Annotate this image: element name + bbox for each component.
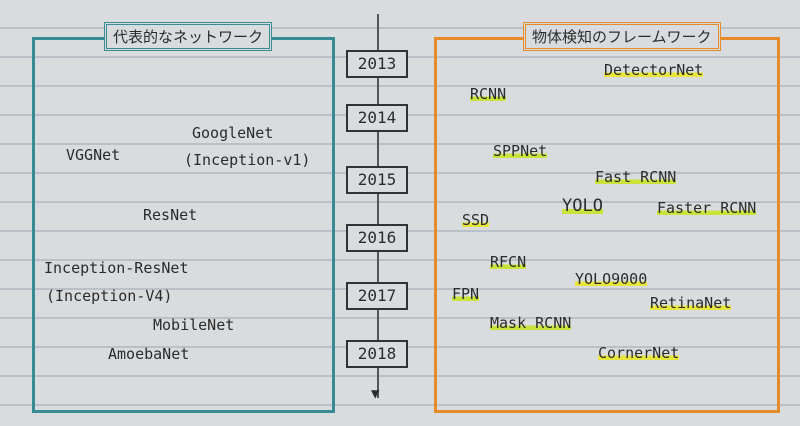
framework-item: RetinaNet [650,294,732,312]
network-item: AmoebaNet [108,345,190,363]
framework-item: RCNN [470,85,507,103]
framework-item: Fast RCNN [595,168,677,186]
network-item: (Inception-v1) [184,151,311,169]
framework-item: Mask RCNN [490,314,572,332]
networks-title: 代表的なネットワーク [104,22,273,51]
year-box: 2016 [346,224,408,252]
framework-item: RFCN [490,253,527,271]
framework-item: Faster RCNN [657,199,757,217]
arrow-down-icon: ▼ [371,386,380,402]
network-item: Inception-ResNet [44,259,189,277]
year-box: 2014 [346,104,408,132]
year-box: 2013 [346,50,408,78]
framework-item: YOLO [562,196,603,216]
network-item: MobileNet [153,316,235,334]
network-item: VGGNet [66,146,121,164]
year-box: 2018 [346,340,408,368]
year-box: 2015 [346,166,408,194]
year-box: 2017 [346,282,408,310]
network-item: (Inception-V4) [46,287,173,305]
timeline-axis [377,14,379,398]
framework-item: YOLO9000 [575,270,648,288]
frameworks-title: 物体検知のフレームワーク [523,22,721,51]
network-item: GoogleNet [192,124,274,142]
framework-item: SSD [462,211,490,229]
framework-item: FPN [452,285,480,303]
framework-item: DetectorNet [604,61,704,79]
framework-item: SPPNet [493,142,548,160]
framework-item: CornerNet [598,344,680,362]
network-item: ResNet [143,206,198,224]
